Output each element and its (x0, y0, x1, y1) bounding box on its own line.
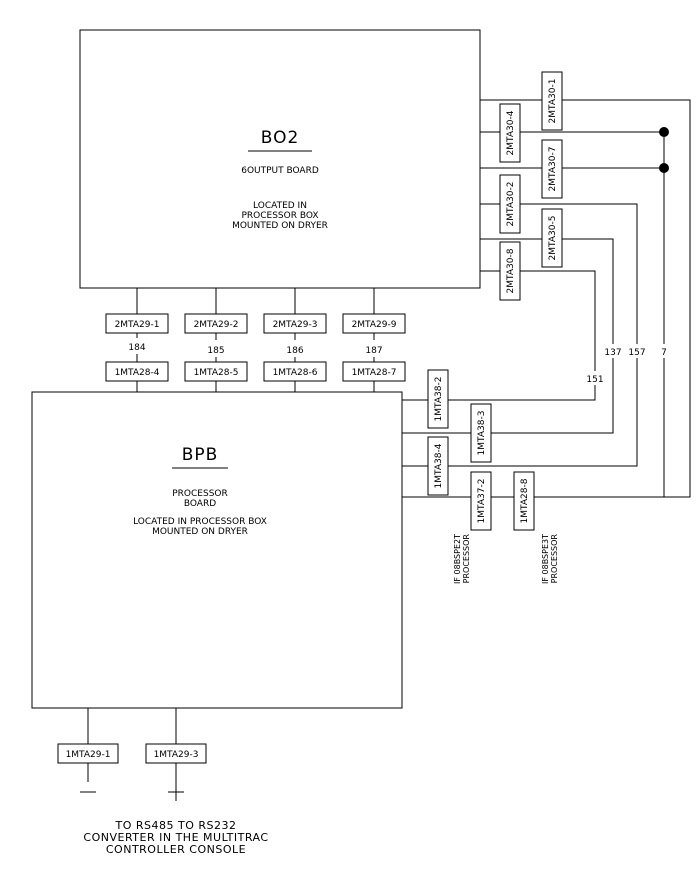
wire-number-157: 157 (628, 348, 645, 358)
connector-1mta37-2 (470, 471, 492, 531)
vertical-link-4: 2MTA29-9 187 1MTA28-7 (342, 288, 406, 392)
wire-2mta30-1 (402, 99, 691, 498)
wire-number: 187 (365, 346, 382, 356)
junction-dot (659, 127, 669, 137)
wire-number-7: 7 (661, 348, 667, 358)
wire-number-137: 137 (604, 348, 621, 358)
processor-note-2t-line-1: IF 08BSPE2T (453, 534, 462, 584)
bpb-board-name-line-2: BOARD (184, 499, 216, 509)
connector-2mta30-2 (499, 174, 521, 234)
bpb-board (31, 391, 403, 709)
connector-label: 1MTA29-1 (66, 750, 111, 760)
connector-2mta30-8 (499, 241, 521, 301)
wire-157 (402, 203, 638, 467)
processor-note-2t-line-2: PROCESSOR (462, 534, 471, 584)
connector-1mta38-2 (427, 369, 449, 429)
bo2-location-line-2: PROCESSOR BOX (241, 211, 318, 221)
connector-label: 1MTA28-8 (520, 478, 530, 523)
connector-label: 2MTA29-1 (115, 320, 160, 330)
connector-label: 1MTA38-4 (434, 443, 444, 488)
bpb-location-line-1: LOCATED IN PROCESSOR BOX (133, 517, 267, 527)
wire-number-151: 151 (586, 375, 603, 385)
bo2-location-line-1: LOCATED IN (253, 201, 307, 211)
connector-label: 2MTA30-7 (548, 147, 558, 192)
connector-1mta38-3 (470, 403, 492, 463)
wire-number: 184 (128, 343, 145, 353)
connector-label: 1MTA37-2 (477, 479, 487, 524)
connector-label: 2MTA29-3 (273, 320, 318, 330)
wire-number: 186 (286, 346, 303, 356)
connector-label: 2MTA30-4 (506, 110, 516, 155)
vertical-link-3: 2MTA29-3 186 1MTA28-6 (263, 288, 327, 392)
processor-note-3t-line-2: PROCESSOR (550, 534, 559, 584)
connector-label: 2MTA29-9 (352, 320, 397, 330)
wire-label-bg (658, 344, 670, 358)
wire-label-bg (600, 344, 626, 358)
bo2-title: BO2 (261, 128, 300, 148)
connector-label: 2MTA30-2 (506, 182, 516, 227)
bottom-link-1: 1MTA29-1 (57, 708, 119, 793)
connector-label: 1MTA28-6 (273, 368, 318, 378)
connector-label: 2MTA30-5 (548, 216, 558, 261)
bo2-board (79, 29, 481, 289)
bpb-title: BPB (182, 445, 219, 465)
bpb-location-line-2: MOUNTED ON DRYER (152, 527, 248, 537)
connector-label: 1MTA28-4 (115, 368, 160, 378)
vertical-link-1: 2MTA29-1 184 1MTA28-4 (105, 288, 169, 392)
bpb-board-name-line-1: PROCESSOR (172, 489, 228, 499)
connector-label: 1MTA38-2 (434, 377, 444, 422)
connector-label: 1MTA29-3 (154, 750, 199, 760)
bottom-note-line-2: CONVERTER IN THE MULTITRAC (83, 831, 268, 844)
connector-label: 1MTA28-7 (352, 368, 397, 378)
bottom-note-line-3: CONTROLLER CONSOLE (106, 843, 246, 856)
connector-label: 2MTA30-8 (506, 248, 516, 293)
connector-label: 1MTA38-3 (477, 411, 487, 456)
bottom-note-line-1: TO RS485 TO RS232 (115, 819, 237, 832)
bo2-board-name: 6OUTPUT BOARD (241, 166, 319, 176)
connector-label: 2MTA30-1 (548, 79, 558, 124)
bottom-link-2: 1MTA29-3 (145, 708, 207, 801)
wire-label-bg (624, 344, 650, 358)
connector-2mta30-5 (541, 208, 563, 268)
junction-dot (659, 163, 669, 173)
connector-2mta30-1 (541, 71, 563, 131)
connector-2mta30-4 (499, 103, 521, 163)
connector-1mta38-4 (427, 436, 449, 496)
connector-1mta28-8 (513, 471, 535, 531)
wire-label-bg (582, 371, 608, 385)
wire-151 (402, 270, 596, 401)
connector-2mta30-7 (541, 139, 563, 199)
processor-note-3t-line-1: IF 08BSPE3T (541, 534, 550, 584)
wire-number: 185 (207, 346, 224, 356)
connector-label: 1MTA28-5 (194, 368, 239, 378)
vertical-link-2: 2MTA29-2 185 1MTA28-5 (184, 288, 248, 392)
bo2-location-line-3: MOUNTED ON DRYER (232, 221, 328, 231)
connector-label: 2MTA29-2 (194, 320, 239, 330)
